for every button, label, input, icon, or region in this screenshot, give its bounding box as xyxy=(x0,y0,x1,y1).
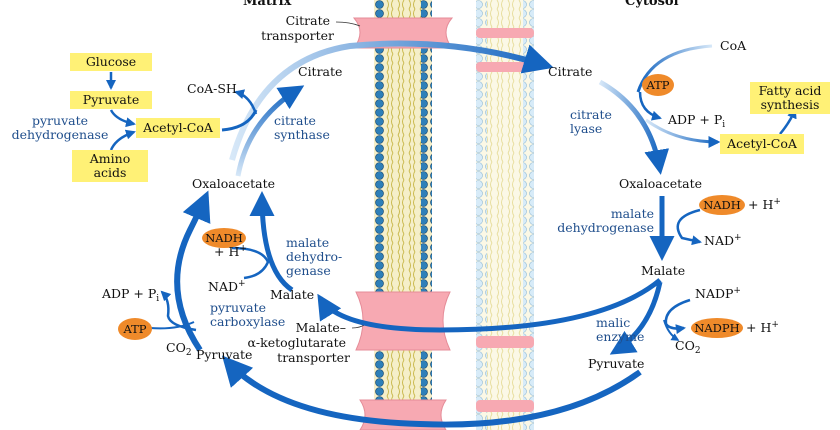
citrate-transporter-line1: Citrate xyxy=(286,13,330,28)
pyruvate-box: Pyruvate xyxy=(70,91,152,109)
amino-acids-to-acetyl-coa-arrow xyxy=(109,129,136,151)
coa-cytosol-label: CoA xyxy=(720,38,747,53)
citrate-transporter-protein xyxy=(352,17,534,49)
h-right-label: + H+ xyxy=(748,197,781,212)
pyruvate-matrix-label: Pyruvate xyxy=(196,347,252,362)
citrate-cytosol-label: Citrate xyxy=(548,64,592,79)
atp-right-pill: ATP xyxy=(642,74,674,96)
co2-left-label: CO2 xyxy=(166,340,192,358)
h-left-label: + H+ xyxy=(214,244,247,259)
malate-transporter-protein xyxy=(355,291,534,351)
acetyl-coa-matrix-label: Acetyl-CoA xyxy=(142,120,214,135)
nad-right-label: NAD+ xyxy=(704,233,742,248)
citrate-synthase-arrow xyxy=(235,85,305,177)
nadh-left-label: NADH xyxy=(205,231,243,245)
nadph-right-label: NADPH xyxy=(694,321,739,335)
atp-to-adp-arrow xyxy=(638,91,662,121)
nadh-left-pill: NADH xyxy=(202,228,246,248)
malate-transporter-label: Malate– α-ketoglutarate transporter xyxy=(247,320,350,365)
citrate-transporter-label: Citrate transporter xyxy=(261,13,334,43)
coa-input-arrow xyxy=(636,44,713,93)
malate-cytosol-label: Malate xyxy=(641,263,685,278)
nadh-right-pill: NADH xyxy=(699,195,745,215)
atp-left-label: ATP xyxy=(122,322,146,336)
atp-right-label: ATP xyxy=(645,78,669,92)
nadh-to-nad-arrow xyxy=(676,208,702,246)
adp-pi-left-label: ADP + Pi xyxy=(101,286,159,304)
nadp-to-nadph-arrow xyxy=(664,298,691,335)
nadp-right-label: NADP+ xyxy=(695,286,741,301)
acetyl-coa-output-arrow xyxy=(645,118,721,148)
outer-porin-top xyxy=(476,62,534,72)
h-nadph-label: + H+ xyxy=(746,320,779,335)
coa-sh-release-arrow xyxy=(234,89,258,115)
pyruvate-cytosol-label: Pyruvate xyxy=(588,356,644,371)
atp-to-adp-left-arrow xyxy=(160,290,197,332)
acetyl-coa-matrix-box: Acetyl-CoA xyxy=(136,118,220,138)
citrate-transporter-line2: transporter xyxy=(261,28,334,43)
nadh-right-label: NADH xyxy=(703,198,741,212)
citrate-lyase-arrow xyxy=(598,79,670,175)
malate-matrix-label: Malate xyxy=(270,287,314,302)
glucose-label: Glucose xyxy=(86,54,136,69)
acetyl-coa-cytosol-label: Acetyl-CoA xyxy=(726,136,798,151)
malate-import-arrow xyxy=(317,278,662,333)
pyruvate-import-arrow xyxy=(221,355,642,428)
pyruvate-carboxylase-arrow xyxy=(174,190,211,352)
citrate-transporter-leader xyxy=(335,21,361,27)
nad-to-nadh-arrow xyxy=(231,246,270,280)
header-matrix: Matrix xyxy=(243,0,292,9)
atp-left-pill: ATP xyxy=(118,318,152,340)
co2-right-label: CO2 xyxy=(675,338,701,356)
oxaloacetate-cytosol-label: Oxaloacetate xyxy=(619,176,702,191)
glucose-box: Glucose xyxy=(70,53,152,71)
header-cytosol: Cytosol xyxy=(625,0,679,9)
pyruvate-to-acetyl-coa-arrow xyxy=(109,109,136,128)
malic-enzyme-arrow xyxy=(609,281,663,355)
nad-left-label: NAD+ xyxy=(208,279,246,294)
inner-membrane xyxy=(374,0,432,430)
co2-input-arrow-left xyxy=(149,321,195,330)
citrate-export-arrow xyxy=(229,40,554,161)
pyruvate-box-label: Pyruvate xyxy=(83,92,139,107)
co2-release-arrow-right xyxy=(663,319,680,341)
acetyl-coa-cytosol-box: Acetyl-CoA xyxy=(720,134,804,154)
malate-dh-matrix-arrow xyxy=(249,191,294,293)
adp-pi-right-label: ADP + Pi xyxy=(667,112,725,130)
oxaloacetate-matrix-label: Oxaloacetate xyxy=(192,176,275,191)
coa-sh-label: CoA-SH xyxy=(187,81,237,96)
citrate-matrix-label: Citrate xyxy=(298,64,342,79)
nadph-right-pill: NADPH xyxy=(691,318,743,338)
